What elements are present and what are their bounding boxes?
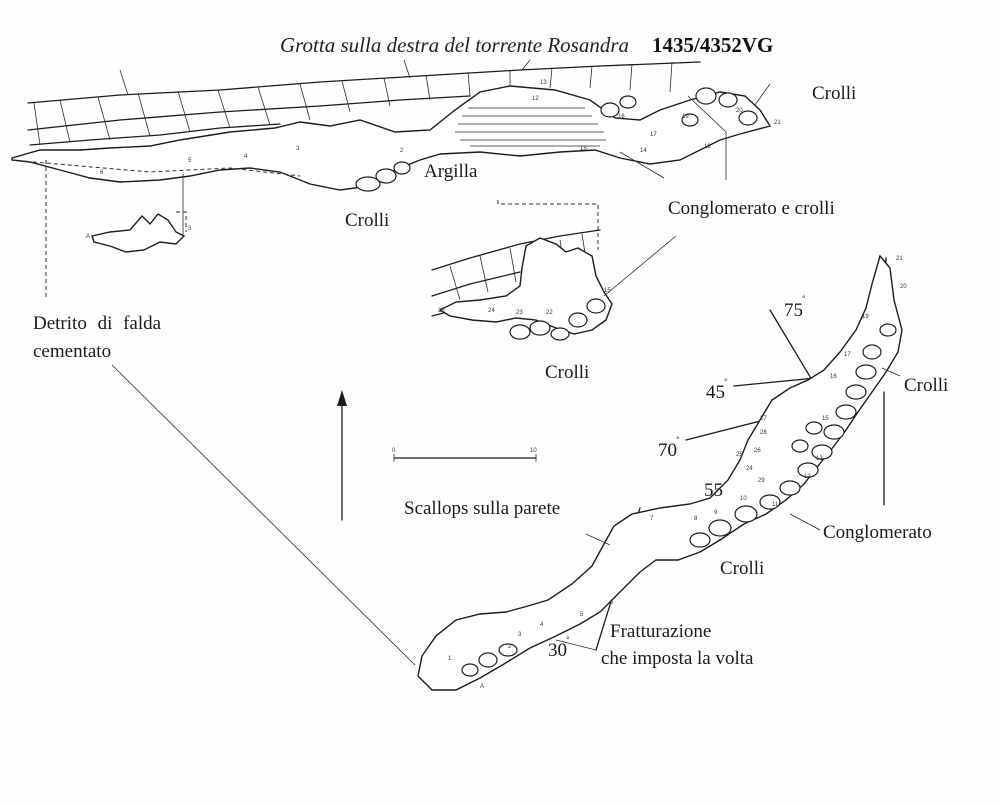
station-label: 16 [830,374,837,380]
station-label: 18 [704,144,711,150]
angle-30: 30 [548,640,567,661]
label-conglomerato: Conglomerato [823,522,932,543]
station-label: 22 [546,310,553,316]
station-label: 20 [736,108,743,114]
angle-55: 55 [704,480,723,501]
station-label: 3 [188,226,192,232]
angle-75: 75 [784,300,803,321]
plan-breakdown-blocks [461,323,897,677]
station-label: 7 [650,516,654,522]
station-label: 21 [774,120,781,126]
scale-start: 0 [392,448,396,454]
station-label: 19 [682,114,689,120]
section-passage-outline [11,85,772,191]
station-label: 5 [188,158,192,164]
station-label: 2 [508,644,512,650]
clay-fill [455,107,606,147]
label-crolli-section: Crolli [545,362,589,383]
cross-section-letter: A [86,234,90,240]
breakdown-blocks [355,87,758,192]
label-scallops: Scallops sulla parete [404,498,560,519]
leader-lines [111,95,901,666]
leader-fratturazione [555,639,597,651]
station-label: 6 [100,170,104,176]
leader-conglomerato-crolli [619,151,665,179]
scale-bar: 0 10 [392,448,537,462]
station-label: 13 [540,80,547,86]
label-crolli-plan-bottom: Crolli [720,558,764,579]
station-label: 24 [746,466,753,472]
station-label: 3 [296,146,300,152]
label-detrito-line1: Detrito di falda [33,313,162,334]
leader-scallops [585,533,611,546]
station-label: 26 [754,448,761,454]
leader-detrito [111,364,416,666]
label-conglomerato-e-crolli: Conglomerato e crolli [668,198,835,219]
detail-blocks [509,298,606,341]
station-label: 4 [244,154,248,160]
station-label: 24 [488,308,495,314]
leader-conglomerato-top [687,95,727,133]
label-fratturazione-line1: Fratturazione [610,621,711,642]
station-label: 4 [540,622,544,628]
station-label: 13 [816,456,823,462]
station-label: 2 [400,148,404,154]
station-label: 6 [610,600,614,606]
label-argilla: Argilla [424,161,478,182]
title-cave-name: Grotta sulla destra del torrente Rosandr… [280,33,629,57]
label-crolli-top-right: Crolli [812,83,856,104]
leader-conglomerato [789,513,821,531]
station-label: 21 [896,256,903,262]
station-label: 8 [694,516,698,522]
label-fratturazione-line2: che imposta la volta [601,648,754,669]
station-label: 29 [758,478,765,484]
detail-section: 25 24 23 22 15 [431,200,613,341]
label-crolli-center: Crolli [345,210,389,231]
north-arrow [337,390,347,521]
station-label: 16 [618,114,625,120]
degree-symbol: ° [566,635,570,645]
station-label: 15 [580,146,587,152]
degree-symbol: ° [802,294,806,304]
station-label: 19 [862,314,869,320]
station-label: 12 [532,96,539,102]
station-label: 15 [604,288,611,294]
station-label: 1 [448,656,452,662]
station-label: 11 [772,502,779,508]
cross-section-letter: A [480,684,484,690]
rock-layers [27,59,771,146]
station-label: 10 [740,496,747,502]
leader-conglomerato-crolli-detail [603,235,677,297]
angle-70: 70 [658,440,677,461]
label-detrito-line2: cementato [33,341,111,362]
angle-45: 45 [706,382,725,403]
title-cadastre-code: 1435/4352VG [652,33,773,57]
cross-section-a: A 3 [86,211,192,253]
degree-symbol: ° [676,435,680,445]
leader-crolli-plan [881,367,901,377]
station-label: 27 [760,416,767,422]
station-label: 17 [844,352,851,358]
scale-end: 10 [530,448,537,454]
station-label: 5 [580,612,584,618]
degree-symbol: ° [724,377,728,387]
station-label: 25 [438,308,445,314]
station-label: 25 [736,452,743,458]
station-label: 15 [822,416,829,422]
station-label: 23 [516,310,523,316]
plan-view: 21 20 19 17 16 15 27 28 25 26 24 29 13 1… [417,254,907,691]
longitudinal-section: 13 12 16 17 18 19 20 21 15 14 3 4 5 6 2 [11,59,781,300]
station-label: 14 [640,148,647,154]
station-label: 20 [900,284,907,290]
north-arrow-icon [337,390,347,406]
station-label: 17 [650,132,657,138]
label-crolli-plan-right: Crolli [904,375,948,396]
station-label: 3 [518,632,522,638]
station-label: 9 [714,510,718,516]
station-label: 12 [804,474,811,480]
station-label: 28 [760,430,767,436]
